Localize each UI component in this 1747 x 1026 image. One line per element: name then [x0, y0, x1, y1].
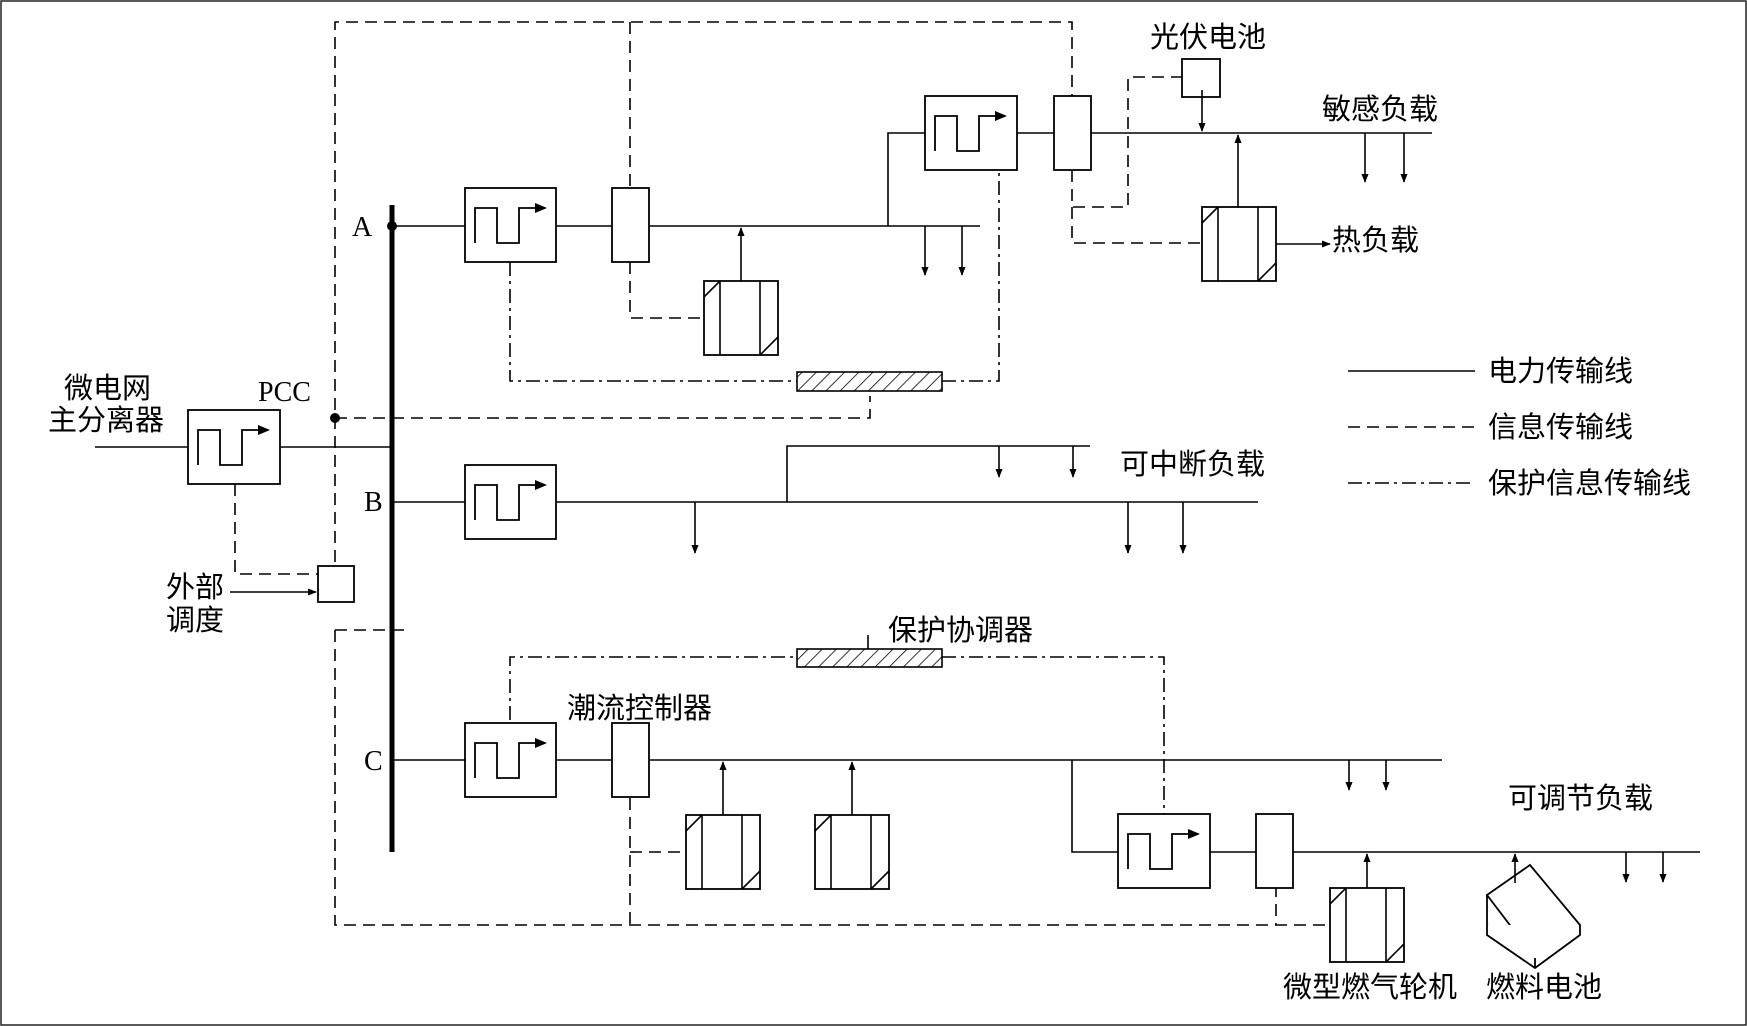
power-lines [95, 132, 1700, 853]
label-interruptible-load: 可中断负载 [1120, 447, 1265, 481]
legend-label-info: 信息传输线 [1488, 410, 1633, 444]
label-bus-b: B [364, 487, 383, 518]
protection-coordinator-bottom [796, 648, 943, 668]
switch-adjustable [1117, 813, 1211, 889]
label-main-isolator-2: 主分离器 [48, 403, 164, 437]
micro-gas-turbine-generator [1329, 887, 1405, 963]
info-junction [330, 413, 340, 423]
external-dispatch-box [317, 565, 355, 603]
label-pv-cell: 光伏电池 [1150, 20, 1266, 54]
label-bus-c: C [364, 746, 383, 777]
switch-sensitive [924, 95, 1018, 171]
label-bus-a: A [352, 212, 373, 243]
label-external-dispatch-1: 外部 [166, 570, 224, 604]
labels: 微电网 主分离器 PCC A B C 外部 调度 光伏电池 敏感负载 热负载 可… [48, 20, 1653, 1004]
switch-b [464, 464, 557, 540]
bus-junction-a [387, 221, 397, 231]
protection-coordinator-top [796, 371, 943, 392]
legend-label-power: 电力传输线 [1488, 354, 1633, 388]
power-flow-controller-c [611, 722, 650, 798]
information-lines [234, 21, 1340, 926]
flow-arrows [230, 90, 1667, 888]
pv-cell-box [1181, 58, 1221, 98]
power-flow-controller-adjustable [1255, 813, 1294, 889]
power-flow-controller-sensitive [1053, 95, 1092, 171]
label-pcc: PCC [258, 377, 311, 408]
label-sensitive-load: 敏感负载 [1322, 92, 1438, 126]
label-fuel-cell: 燃料电池 [1486, 970, 1602, 1004]
label-power-flow-controller: 潮流控制器 [567, 691, 712, 725]
label-protection-coordinator: 保护协调器 [888, 613, 1033, 647]
legend: 电力传输线 信息传输线 保护信息传输线 [1348, 354, 1691, 500]
switch-a [464, 187, 557, 263]
main-isolator-switch [187, 409, 281, 485]
fuel-cell-box [1485, 863, 1582, 970]
label-heat-load: 热负载 [1332, 223, 1419, 257]
label-adjustable-load: 可调节负载 [1508, 781, 1653, 815]
label-main-isolator-1: 微电网 [64, 371, 151, 405]
generator-a [703, 280, 779, 356]
label-external-dispatch-2: 调度 [166, 603, 224, 637]
power-flow-controller-a [611, 187, 650, 263]
generator-c1 [685, 814, 761, 890]
protection-lines [509, 170, 1165, 814]
legend-label-protection: 保护信息传输线 [1488, 466, 1691, 500]
generator-c2 [814, 814, 890, 890]
label-micro-gas-turbine: 微型燃气轮机 [1283, 970, 1457, 1004]
generator-heat [1201, 206, 1277, 282]
switch-c [464, 722, 557, 798]
